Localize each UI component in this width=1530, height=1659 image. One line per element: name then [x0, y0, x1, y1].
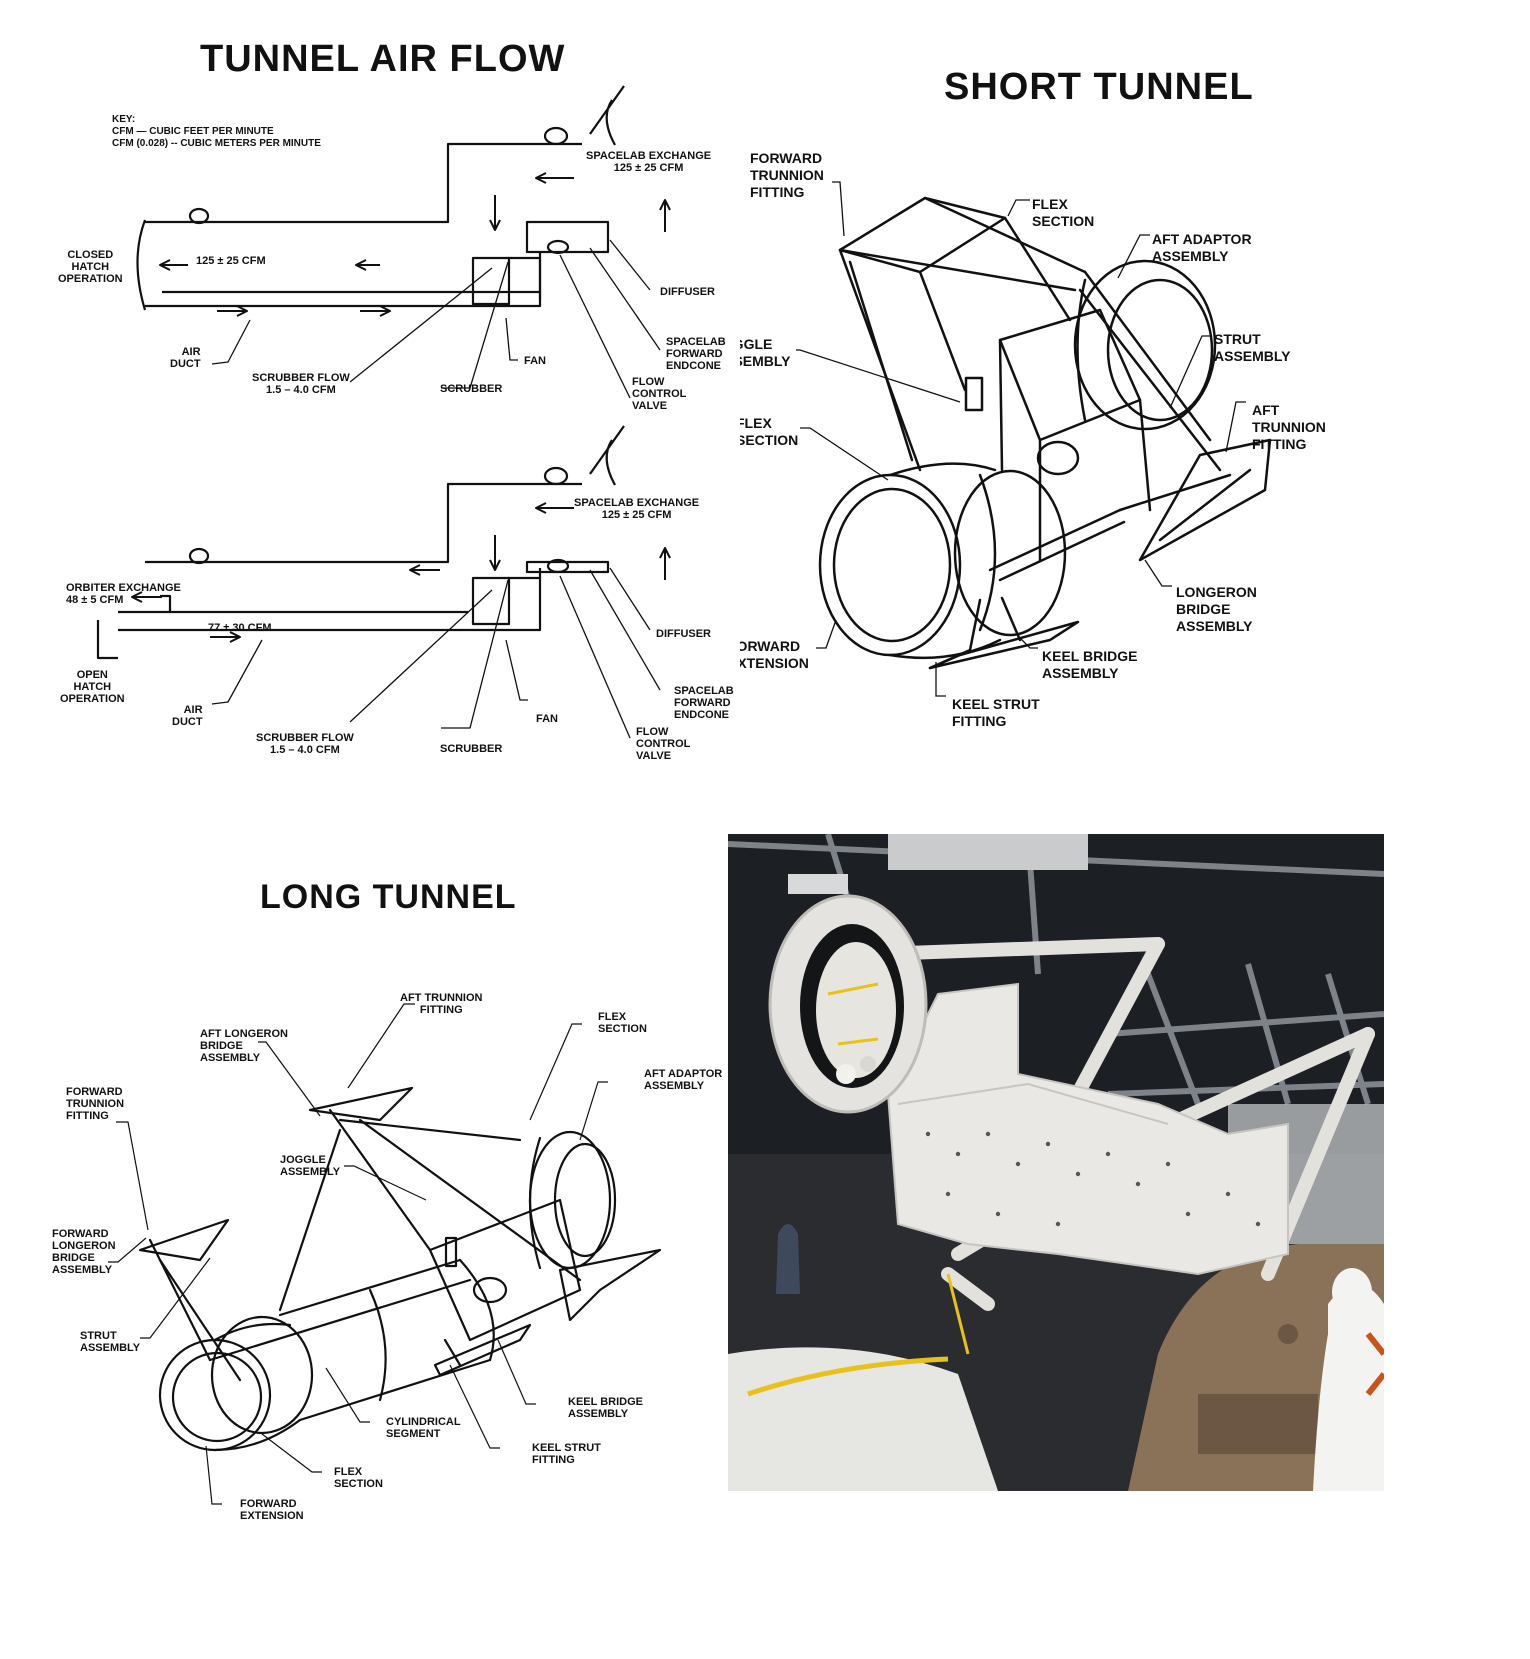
- short-label-strut: STRUT ASSEMBLY: [1214, 331, 1291, 364]
- short-tunnel-panel: SHORT TUNNEL: [740, 0, 1530, 790]
- label-closed-hatch: CLOSED HATCH OPERATION: [58, 249, 123, 285]
- short-label-joggle: JOGGLE ASSEMBLY: [740, 336, 791, 369]
- label-fan-top: FAN: [524, 355, 546, 367]
- long-tunnel-title: LONG TUNNEL: [260, 878, 517, 916]
- label-diffuser-top: DIFFUSER: [660, 286, 715, 298]
- tunnel-photo: [728, 834, 1384, 1491]
- label-scrubber-top: SCRUBBER: [440, 383, 503, 395]
- long-label-strut: STRUT ASSEMBLY: [80, 1330, 141, 1354]
- short-label-aft-trunnion: AFT TRUNNION FITTING: [1252, 402, 1326, 452]
- long-tunnel-drawing: [108, 1003, 662, 1505]
- tunnel-photo-illustration: [728, 834, 1384, 1491]
- long-label-cylindrical: CYLINDRICAL SEGMENT: [386, 1416, 461, 1440]
- long-label-aft-longeron: AFT LONGERON BRIDGE ASSEMBLY: [200, 1028, 288, 1064]
- label-spacelab-exchange-top: SPACELAB EXCHANGE 125 ± 25 CFM: [586, 150, 712, 174]
- label-flow-control-valve-top: FLOW CONTROL VALVE: [632, 376, 687, 412]
- label-air-duct-top: AIR DUCT: [170, 346, 201, 370]
- label-spacelab-exchange-bottom: SPACELAB EXCHANGE 125 ± 25 CFM: [574, 497, 700, 521]
- label-open-hatch: OPEN HATCH OPERATION: [60, 669, 125, 705]
- short-tunnel-title: SHORT TUNNEL: [944, 66, 1254, 108]
- long-label-forward-longeron: FORWARD LONGERON BRIDGE ASSEMBLY: [52, 1228, 116, 1276]
- label-fan-bottom: FAN: [536, 713, 558, 725]
- long-label-forward-trunnion: FORWARD TRUNNION FITTING: [66, 1086, 125, 1122]
- label-scrubber-bottom: SCRUBBER: [440, 743, 503, 755]
- long-label-keel-strut: KEEL STRUT FITTING: [532, 1442, 601, 1466]
- air-flow-panel: TUNNEL AIR FLOW KEY: CFM — CUBIC FEET PE…: [0, 0, 740, 790]
- short-tunnel-drawing: [796, 181, 1272, 697]
- open-hatch-schematic: [96, 425, 625, 660]
- short-label-flex-left: FLEX SECTION: [740, 415, 799, 448]
- label-flow-rate-top: 125 ± 25 CFM: [196, 255, 266, 267]
- closed-hatch-schematic: [136, 85, 625, 311]
- label-diffuser-bottom: DIFFUSER: [656, 628, 711, 640]
- short-label-aft-adaptor: AFT ADAPTOR ASSEMBLY: [1152, 231, 1252, 264]
- short-label-longeron-bridge: LONGERON BRIDGE ASSEMBLY: [1176, 584, 1257, 634]
- short-label-flex-top: FLEX SECTION: [1032, 196, 1095, 229]
- short-label-forward-extension: FORWARD EXTENSION: [740, 638, 809, 671]
- long-label-aft-trunnion: AFT TRUNNION FITTING: [400, 992, 483, 1016]
- long-label-flex-bottom: FLEX SECTION: [334, 1466, 383, 1490]
- long-label-keel-bridge: KEEL BRIDGE ASSEMBLY: [568, 1396, 643, 1420]
- long-label-forward-extension: FORWARD EXTENSION: [240, 1498, 304, 1522]
- label-spacelab-endcone-top: SPACELAB FORWARD ENDCONE: [666, 336, 726, 372]
- label-flow-control-valve-bottom: FLOW CONTROL VALVE: [636, 726, 691, 762]
- long-tunnel-panel: LONG TUNNEL: [0, 820, 730, 1659]
- label-scrubber-flow-top: SCRUBBER FLOW 1.5 – 4.0 CFM: [252, 372, 350, 396]
- label-scrubber-flow-bottom: SCRUBBER FLOW 1.5 – 4.0 CFM: [256, 732, 354, 756]
- label-flow-rate-bottom: 77 ± 30 CFM: [208, 622, 272, 634]
- long-label-joggle: JOGGLE ASSEMBLY: [280, 1154, 341, 1178]
- long-label-flex-top: FLEX SECTION: [598, 1011, 647, 1035]
- short-label-forward-trunnion: FORWARD TRUNNION FITTING: [750, 150, 824, 200]
- label-spacelab-endcone-bottom: SPACELAB FORWARD ENDCONE: [674, 685, 734, 721]
- air-flow-key: KEY: CFM — CUBIC FEET PER MINUTE CFM (0.…: [112, 114, 321, 149]
- air-flow-title: TUNNEL AIR FLOW: [200, 38, 566, 80]
- label-air-duct-bottom: AIR DUCT: [172, 704, 203, 728]
- air-flow-diagram: [96, 85, 671, 739]
- label-orbiter-exchange: ORBITER EXCHANGE 48 ± 5 CFM: [66, 582, 181, 606]
- short-label-keel-bridge: KEEL BRIDGE ASSEMBLY: [1042, 648, 1138, 681]
- long-label-aft-adaptor: AFT ADAPTOR ASSEMBLY: [644, 1068, 723, 1092]
- short-label-keel-strut: KEEL STRUT FITTING: [952, 696, 1040, 729]
